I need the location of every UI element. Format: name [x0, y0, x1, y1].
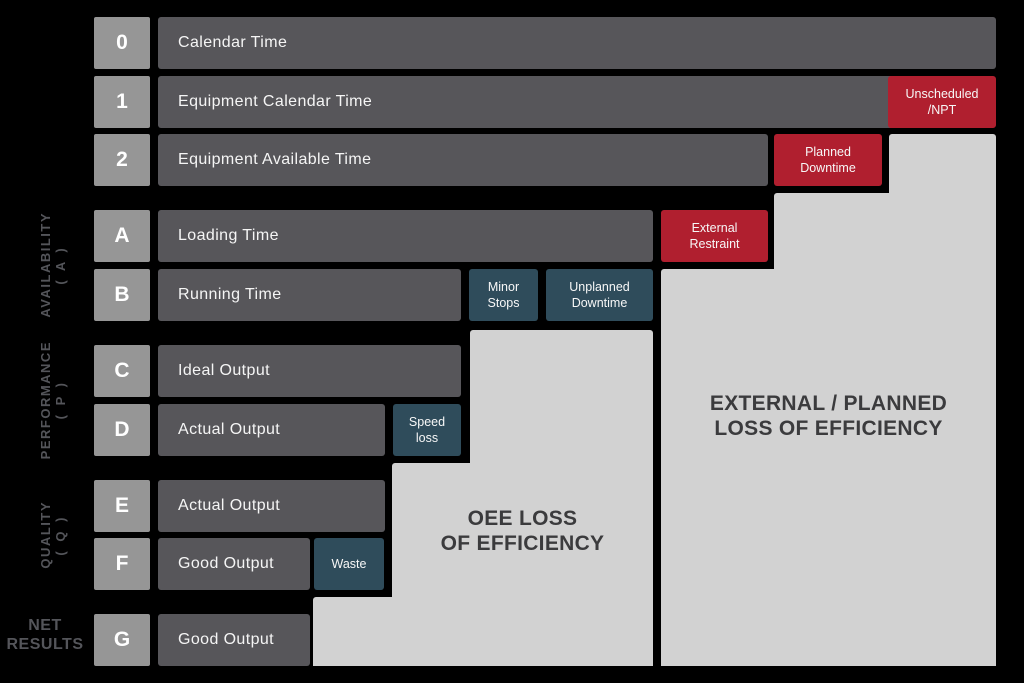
row-b-label: Running Time	[178, 286, 282, 303]
external-loss-title-line-1: EXTERNAL / PLANNED	[709, 392, 948, 415]
row-2-label: Equipment Available Time	[178, 151, 372, 168]
performance-label-text: PERFORMANCE	[38, 340, 53, 460]
quality-label-text: QUALITY	[38, 500, 53, 569]
external-loss-title-line-2: LOSS OF EFFICIENCY	[714, 417, 943, 440]
group-label-performance: PERFORMANCE ( P )	[20, 341, 86, 459]
loss-box-unscheduled-npt: Unscheduled /NPT	[888, 76, 996, 128]
row-a-badge: A	[94, 210, 150, 262]
loss-box-external-restraint: External Restraint	[661, 210, 768, 262]
row-a-bar: Loading Time	[158, 210, 653, 262]
external-loss-panel-title: EXTERNAL / PLANNED LOSS OF EFFICIENCY	[661, 391, 996, 441]
row-d-badge: D	[94, 404, 150, 456]
row-1-badge: 1	[94, 76, 150, 128]
availability-label-symbol: ( A )	[53, 245, 68, 285]
loss-box-unscheduled-npt-label: Unscheduled /NPT	[905, 86, 979, 117]
row-b-bar: Running Time	[158, 269, 461, 321]
row-0-bar: Calendar Time	[158, 17, 996, 69]
availability-label-text: AVAILABILITY	[38, 212, 53, 318]
row-e-label: Actual Output	[178, 497, 281, 514]
row-f-badge: F	[94, 538, 150, 590]
loss-box-minor-stops: Minor Stops	[469, 269, 538, 321]
row-g-bar: Good Output	[158, 614, 310, 666]
loss-box-speed-loss: Speed loss	[393, 404, 461, 456]
loss-box-planned-downtime: Planned Downtime	[774, 134, 882, 186]
loss-box-planned-downtime-label: Planned Downtime	[800, 144, 856, 175]
loss-box-waste-label: Waste	[331, 556, 367, 571]
loss-box-speed-loss-label: Speed loss	[408, 414, 446, 445]
row-2-bar: Equipment Available Time	[158, 134, 768, 186]
loss-box-external-restraint-label: External Restraint	[689, 220, 740, 251]
row-d-label: Actual Output	[178, 421, 281, 438]
row-0-label: Calendar Time	[178, 34, 288, 51]
loss-box-unplanned-downtime-label: Unplanned Downtime	[569, 279, 630, 310]
oee-loss-title-line-2: OF EFFICIENCY	[440, 532, 605, 555]
loss-box-minor-stops-label: Minor Stops	[487, 279, 520, 310]
row-c-bar: Ideal Output	[158, 345, 461, 397]
row-2-badge: 2	[94, 134, 150, 186]
loss-box-waste: Waste	[314, 538, 384, 590]
row-0-badge: 0	[94, 17, 150, 69]
row-e-bar: Actual Output	[158, 480, 385, 532]
net-results-label-line-1: NET	[28, 617, 62, 634]
row-g-label: Good Output	[178, 631, 275, 648]
row-f-bar: Good Output	[158, 538, 310, 590]
row-c-label: Ideal Output	[178, 362, 270, 379]
performance-label-symbol: ( P )	[53, 380, 68, 420]
external-loss-panel-step-3	[661, 269, 996, 666]
group-label-quality: QUALITY ( Q )	[20, 476, 86, 593]
loss-box-unplanned-downtime: Unplanned Downtime	[546, 269, 653, 321]
row-a-label: Loading Time	[178, 227, 279, 244]
row-c-badge: C	[94, 345, 150, 397]
row-g-badge: G	[94, 614, 150, 666]
row-e-badge: E	[94, 480, 150, 532]
oee-loss-title-line-1: OEE LOSS	[467, 507, 578, 530]
row-d-bar: Actual Output	[158, 404, 385, 456]
row-1-label: Equipment Calendar Time	[178, 93, 373, 110]
oee-loss-panel-step-3	[313, 597, 653, 666]
row-b-badge: B	[94, 269, 150, 321]
oee-loss-panel-title: OEE LOSS OF EFFICIENCY	[392, 506, 653, 556]
net-results-label-line-2: RESULTS	[6, 636, 84, 654]
group-label-availability: AVAILABILITY ( A )	[20, 206, 86, 324]
row-1-bar: Equipment Calendar Time	[158, 76, 944, 128]
group-label-net-results: NET RESULTS	[2, 616, 88, 654]
row-f-label: Good Output	[178, 555, 275, 572]
quality-label-symbol: ( Q )	[53, 514, 68, 555]
